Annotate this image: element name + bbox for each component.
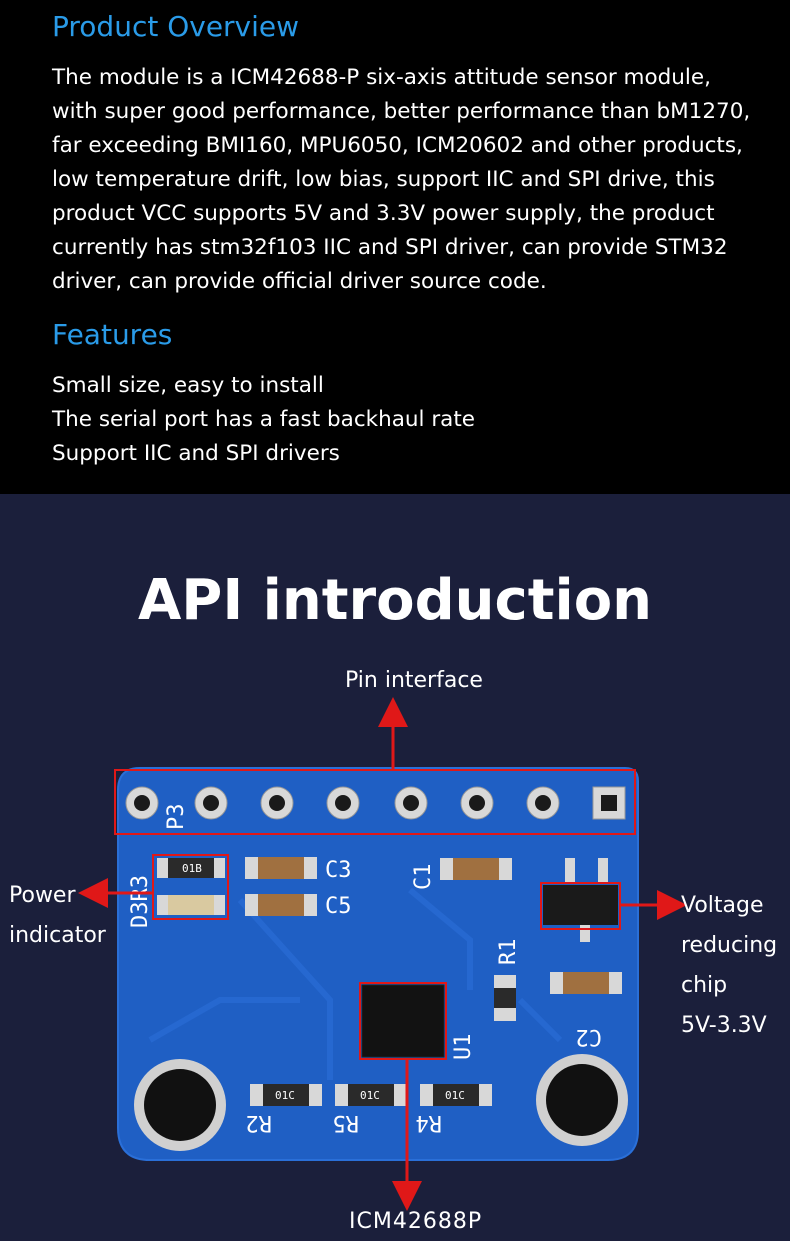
overview-line: currently has stm32f103 IIC and SPI driv… xyxy=(52,235,728,260)
silk-d3r3: D3R3 xyxy=(128,875,153,928)
pcb-trace xyxy=(408,887,473,990)
silk-u1: U1 xyxy=(451,1034,476,1061)
features-heading: Features xyxy=(52,318,173,351)
silk-r4: R4 xyxy=(416,1110,443,1135)
overview-line: driver, can provide official driver sour… xyxy=(52,269,547,294)
feature-item: Small size, easy to install xyxy=(52,373,324,398)
voltage-chip-line: Voltage xyxy=(681,893,764,918)
voltage-chip-line: reducing xyxy=(681,933,778,958)
silk-c2: C2 xyxy=(576,1024,603,1049)
overview-line: The module is a ICM42688-P six-axis atti… xyxy=(52,65,711,90)
silk-res-01c: 01C xyxy=(360,1089,380,1102)
voltage-chip-line: chip xyxy=(681,973,728,998)
overview-line: far exceeding BMI160, MPU6050, ICM20602 … xyxy=(52,133,743,158)
chip-box xyxy=(359,982,447,1060)
power-indicator-line: Power xyxy=(9,883,76,908)
power-indicator-box xyxy=(152,854,229,920)
voltage-chip-label: Voltage reducing chip 5V-3.3V xyxy=(681,886,777,1046)
power-indicator-label: Power indicator xyxy=(9,876,106,956)
silk-r2: R2 xyxy=(246,1110,273,1135)
pcb-trace xyxy=(148,997,300,1043)
overview-line: low temperature drift, low bias, support… xyxy=(52,167,715,192)
overview-line: product VCC supports 5V and 3.3V power s… xyxy=(52,201,715,226)
power-indicator-line: indicator xyxy=(9,923,106,948)
overview-heading: Product Overview xyxy=(52,10,300,43)
silk-res-01c: 01C xyxy=(275,1089,295,1102)
silk-r5: R5 xyxy=(333,1110,360,1135)
pin-interface-box xyxy=(114,769,636,835)
smd-components xyxy=(157,857,622,1106)
silk-c5: C5 xyxy=(325,894,352,919)
silk-res-01b: 01B xyxy=(182,862,202,875)
pcb-trace xyxy=(517,997,563,1043)
overview-line: with super good performance, better perf… xyxy=(52,99,751,124)
pcb-trace xyxy=(237,897,333,1080)
chip-label: ICM42688P xyxy=(349,1209,483,1234)
feature-item: Support IIC and SPI drivers xyxy=(52,441,340,466)
silk-p3: P3 xyxy=(164,804,189,831)
feature-item: The serial port has a fast backhaul rate xyxy=(52,407,476,432)
silk-r1: R1 xyxy=(496,939,521,966)
pin-interface-label: Pin interface xyxy=(345,668,483,693)
pin-header xyxy=(125,786,626,820)
pin-hole-square xyxy=(592,786,626,820)
silk-res-01c: 01C xyxy=(445,1089,465,1102)
overview-section xyxy=(0,0,790,494)
voltage-chip-line: 5V-3.3V xyxy=(681,1013,767,1038)
api-title: API introduction xyxy=(137,568,653,633)
silk-c3: C3 xyxy=(325,858,352,883)
silk-c1: C1 xyxy=(411,864,436,891)
